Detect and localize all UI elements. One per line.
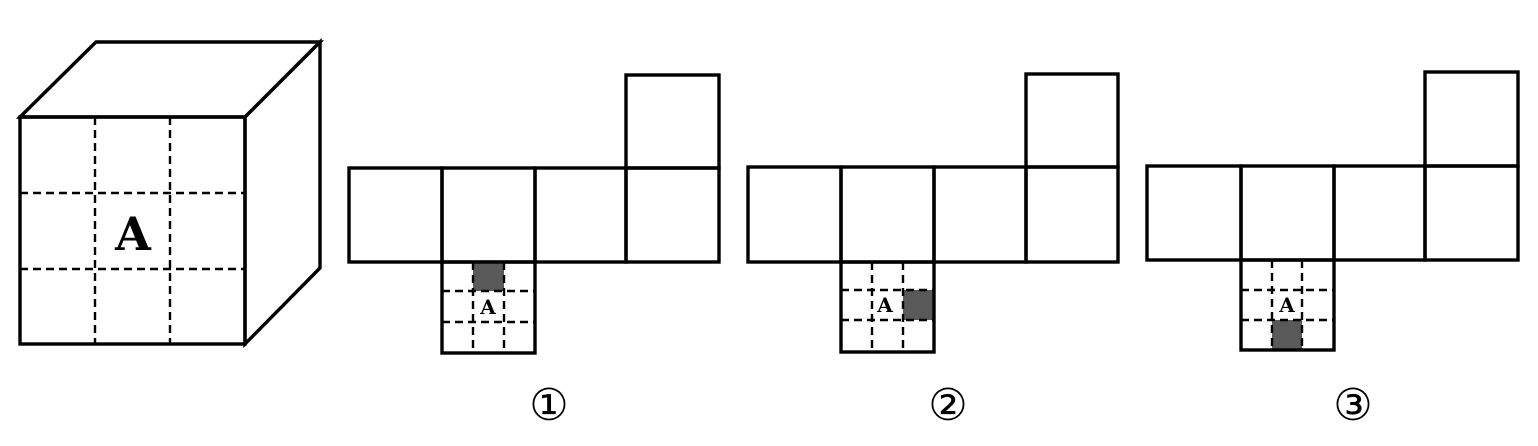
net-option-3[interactable]: A ③ <box>1145 70 1520 431</box>
cube-front-grid <box>20 117 245 344</box>
net-row-square-2 <box>1239 164 1336 262</box>
net-row-square-2 <box>440 166 537 264</box>
net-row-square-4 <box>1024 165 1120 264</box>
net-row-square-1 <box>746 165 843 264</box>
cube-right-face <box>243 37 322 349</box>
net-row-square-4 <box>624 166 721 264</box>
shaded-cell <box>903 290 934 320</box>
cube-face-letter: A <box>114 207 152 261</box>
net-face-letter: A <box>1278 293 1295 317</box>
net-row-square-4 <box>1423 164 1520 262</box>
net-top-square <box>624 73 721 170</box>
net-top-square <box>1024 72 1120 169</box>
option-label: ② <box>928 380 967 431</box>
net-face-letter: A <box>479 295 496 319</box>
cube-top-face <box>15 40 325 119</box>
net-grid-face: A <box>1239 258 1336 352</box>
reference-cube: A <box>15 37 325 349</box>
net-row-square-3 <box>1332 164 1427 262</box>
net-option-2[interactable]: A ② <box>746 72 1120 431</box>
net-row-square-2 <box>839 165 936 264</box>
net-row-square-1 <box>1145 164 1243 262</box>
cube-front-face <box>18 115 247 346</box>
net-face-letter: A <box>876 293 893 317</box>
net-grid-face: A <box>839 260 936 354</box>
net-option-1[interactable]: A ① <box>347 73 721 431</box>
net-row-square-3 <box>932 165 1028 264</box>
net-row-square-1 <box>347 166 444 264</box>
shaded-cell <box>473 262 504 291</box>
option-label: ③ <box>1333 380 1372 431</box>
net-row-square-3 <box>533 166 628 264</box>
shaded-cell <box>1272 320 1302 350</box>
net-grid-face: A <box>440 260 537 355</box>
option-label: ① <box>529 380 568 431</box>
net-top-square <box>1423 70 1520 168</box>
